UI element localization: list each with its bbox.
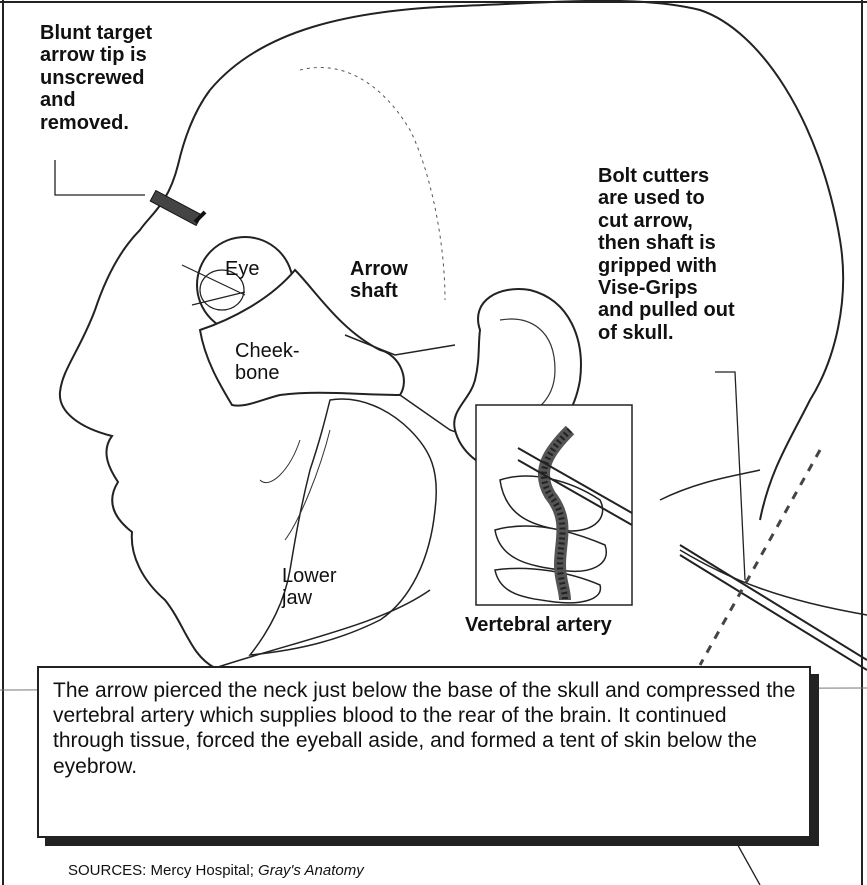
caption-text: The arrow pierced the neck just below th…: [53, 678, 803, 779]
tip-leader-line: [55, 160, 145, 195]
caption-box: The arrow pierced the neck just below th…: [37, 666, 811, 838]
caption-leader-line: [735, 840, 760, 885]
label-arrow-shaft: Arrow shaft: [350, 258, 408, 303]
sources-italic: Gray's Anatomy: [258, 862, 364, 879]
label-vertebral-artery: Vertebral artery: [465, 614, 612, 636]
label-cheekbone: Cheek- bone: [235, 340, 299, 385]
sources-prefix: SOURCES: Mercy Hospital;: [68, 862, 254, 879]
jaw-detail: [260, 430, 330, 540]
dashed-extension: [700, 450, 820, 665]
label-eye: Eye: [225, 258, 259, 280]
neck-front: [680, 550, 867, 615]
label-lower-jaw: Lower jaw: [282, 565, 336, 610]
label-tip-removed: Blunt target arrow tip is unscrewed and …: [40, 22, 152, 134]
face-profile: [60, 90, 215, 668]
jaw-shape: [250, 399, 436, 655]
sources-credit: SOURCES: Mercy Hospital; Gray's Anatomy: [68, 862, 364, 879]
label-bolt-cutters: Bolt cutters are used to cut arrow, then…: [598, 165, 735, 344]
